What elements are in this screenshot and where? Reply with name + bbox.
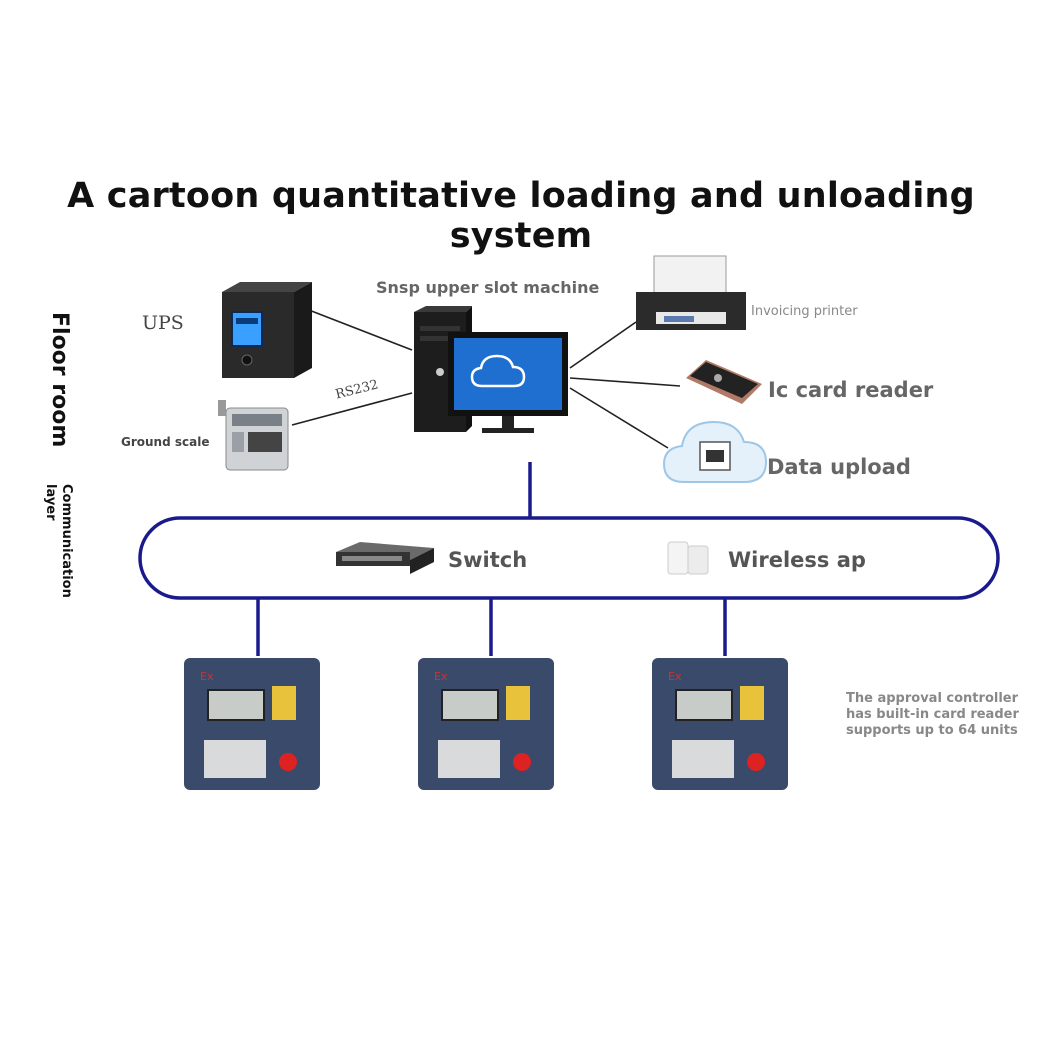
ex-badge: Ex <box>434 670 448 683</box>
controller-2: Ex <box>418 658 554 790</box>
cloud-upload-icon <box>662 420 768 483</box>
ground-scale-icon <box>218 400 289 471</box>
controller-3: Ex <box>652 658 788 790</box>
ups-label: UPS <box>142 312 184 334</box>
upload-link <box>569 387 669 449</box>
printer-icon <box>636 255 746 330</box>
host-label: Snsp upper slot machine <box>376 278 600 297</box>
page-title: A cartoon quantitative loading and unloa… <box>67 176 975 256</box>
ex-badge: Ex <box>200 670 214 683</box>
ground-scale-label: Ground scale <box>121 435 210 449</box>
data-upload-label: Data upload <box>767 455 911 479</box>
host-computer-icon <box>414 306 568 433</box>
communication-bus <box>138 462 1000 656</box>
communication-layer-label: Communication layer <box>43 484 74 598</box>
connection-lines <box>291 304 681 449</box>
printer-label: Invoicing printer <box>751 304 858 319</box>
ups-link <box>295 304 413 351</box>
floor-room-label: Floor room <box>47 312 72 448</box>
network-switch-icon <box>336 542 434 574</box>
controller-1: Ex <box>184 658 320 790</box>
rs232-link <box>291 392 413 426</box>
wireless-ap-icon <box>667 541 709 575</box>
ups-icon <box>222 282 312 378</box>
ex-badge: Ex <box>668 670 682 683</box>
controller-note: The approval controller has built-in car… <box>846 691 1019 738</box>
switch-label: Switch <box>448 548 528 572</box>
card-reader-link <box>569 377 681 387</box>
card-reader-label: Ic card reader <box>768 378 934 402</box>
wireless-ap-label: Wireless ap <box>728 548 866 572</box>
card-reader-icon <box>686 360 762 404</box>
printer-link <box>569 321 637 369</box>
